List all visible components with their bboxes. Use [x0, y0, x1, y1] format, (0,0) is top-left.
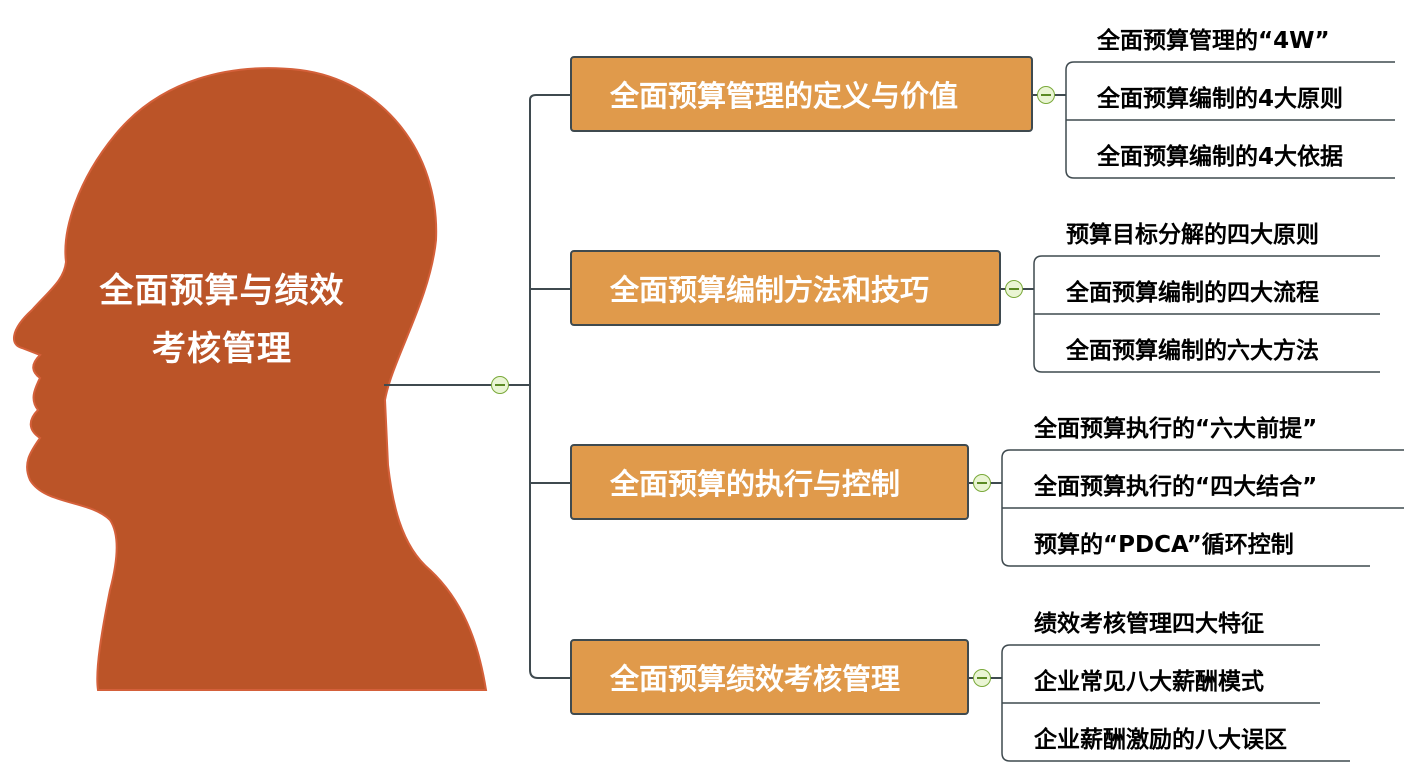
- subtopic-3-1[interactable]: 全面预算执行的“六大前提”: [1034, 416, 1318, 442]
- branch-topic-1-label: 全面预算管理的定义与价值: [610, 79, 959, 113]
- collapse-toggle-main[interactable]: [491, 376, 509, 394]
- head-silhouette: [13, 67, 488, 691]
- b3-leaf-line-1: [1001, 449, 1404, 459]
- b1-leaf-line-1: [1065, 61, 1395, 71]
- b1-leaf-line-3: [1065, 70, 1395, 179]
- subtopic-1-3[interactable]: 全面预算编制的4大依据: [1097, 144, 1344, 170]
- branch-topic-2[interactable]: 全面预算编制方法和技巧: [570, 250, 1001, 326]
- b4-leaf-line-1: [1001, 644, 1320, 654]
- central-topic[interactable]: 全面预算与绩效 考核管理: [62, 262, 382, 378]
- collapse-toggle-branch-4[interactable]: [973, 669, 991, 687]
- subtopic-2-2[interactable]: 全面预算编制的四大流程: [1066, 280, 1319, 306]
- b3-leaf-line-3: [1001, 458, 1370, 567]
- branch-topic-1[interactable]: 全面预算管理的定义与价值: [570, 56, 1033, 132]
- subtopic-1-1[interactable]: 全面预算管理的“4W”: [1097, 28, 1330, 54]
- subtopic-4-3[interactable]: 企业薪酬激励的八大误区: [1034, 727, 1287, 753]
- collapse-toggle-branch-3[interactable]: [973, 474, 991, 492]
- b2-leaf-line-3: [1033, 264, 1380, 373]
- branch-topic-3[interactable]: 全面预算的执行与控制: [570, 444, 969, 520]
- collapse-toggle-branch-1[interactable]: [1037, 86, 1055, 104]
- subtopic-3-3[interactable]: 预算的“PDCA”循环控制: [1034, 532, 1294, 558]
- subtopic-4-1[interactable]: 绩效考核管理四大特征: [1034, 611, 1264, 637]
- subtopic-4-2[interactable]: 企业常见八大薪酬模式: [1034, 669, 1264, 695]
- subtopic-2-3[interactable]: 全面预算编制的六大方法: [1066, 338, 1319, 364]
- branch-topic-3-label: 全面预算的执行与控制: [610, 467, 901, 501]
- central-topic-line1: 全面预算与绩效: [99, 271, 345, 311]
- branch-topic-4-label: 全面预算绩效考核管理: [610, 662, 901, 696]
- b4-leaf-line-3: [1001, 653, 1350, 762]
- subtopic-1-2[interactable]: 全面预算编制的4大原则: [1097, 86, 1344, 112]
- b2-leaf-line-1: [1033, 255, 1380, 265]
- central-topic-line2: 考核管理: [152, 329, 292, 369]
- trunk-branch-4: [529, 669, 572, 679]
- trunk-branch-1: [529, 94, 572, 101]
- subtopic-2-1[interactable]: 预算目标分解的四大原则: [1066, 222, 1319, 248]
- collapse-toggle-branch-2[interactable]: [1005, 280, 1023, 298]
- branch-topic-4[interactable]: 全面预算绩效考核管理: [570, 639, 969, 715]
- subtopic-3-2[interactable]: 全面预算执行的“四大结合”: [1034, 474, 1318, 500]
- branch-topic-2-label: 全面预算编制方法和技巧: [610, 273, 930, 307]
